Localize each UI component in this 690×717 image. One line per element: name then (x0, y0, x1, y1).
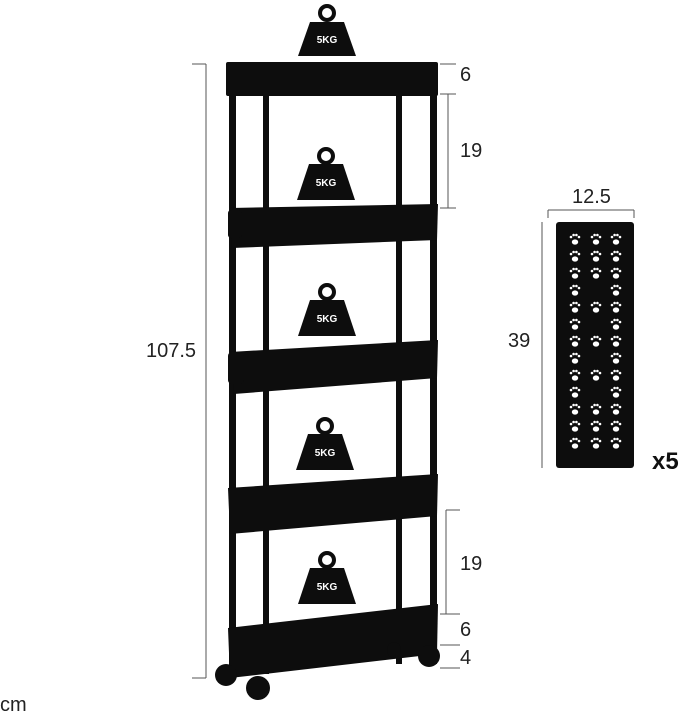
weight-label: 5KG (316, 178, 337, 189)
divider-panel (556, 222, 634, 468)
panel-width-label: 12.5 (572, 186, 611, 208)
paw-print-icon (610, 403, 622, 415)
paw-print-icon (569, 267, 581, 279)
paw-print-icon (590, 233, 602, 245)
paw-print-icon (569, 301, 581, 313)
paw-print-icon (569, 403, 581, 415)
paw-print-icon (569, 318, 581, 330)
paw-print-icon (610, 420, 622, 432)
total-height-label: 107.5 (146, 340, 197, 362)
top-shelf-spacing-label: 19 (460, 140, 483, 162)
paw-print-icon (610, 233, 622, 245)
paw-print-icon (610, 369, 622, 381)
unit-label: cm (0, 694, 27, 716)
paw-print-icon (590, 369, 602, 381)
paw-print-icon (610, 335, 622, 347)
bottom-shelf-spacing-label: 19 (460, 553, 483, 575)
weight-icon: 5KG (298, 283, 356, 336)
top-gap-label: 6 (460, 64, 472, 86)
wheel-height-label: 4 (460, 647, 472, 669)
caster-wheel-icon (215, 642, 440, 700)
paw-print-icon (569, 352, 581, 364)
shelf-4 (228, 474, 438, 534)
paw-print-icon (610, 437, 622, 449)
top-shelf (226, 62, 438, 96)
paw-print-icon (569, 437, 581, 449)
weight-label: 5KG (317, 314, 338, 325)
weight-label: 5KG (315, 448, 336, 459)
paw-print-icon (610, 250, 622, 262)
paw-print-icon (569, 386, 581, 398)
paw-print-icon (569, 420, 581, 432)
paw-print-icon (569, 233, 622, 449)
weight-icon: 5KG (298, 551, 356, 604)
shelf-5 (228, 604, 438, 678)
paw-print-icon (610, 284, 622, 296)
shelf-2 (228, 204, 438, 248)
paw-print-icon (590, 250, 602, 262)
bottom-basket-label: 6 (460, 619, 472, 641)
paw-print-icon (569, 369, 581, 381)
paw-print-icon (569, 335, 581, 347)
panel-height-label: 39 (508, 330, 531, 352)
paw-print-icon (569, 250, 581, 262)
weight-icon: 5KG (296, 417, 354, 470)
shelf-3 (228, 340, 438, 394)
paw-print-icon (569, 233, 581, 245)
paw-print-icon (590, 437, 602, 449)
paw-print-icon (569, 284, 581, 296)
panel-count-label: x5 (652, 448, 679, 475)
paw-print-icon (590, 403, 602, 415)
weight-icon: 5KG (297, 147, 355, 200)
paw-print-icon (590, 420, 602, 432)
paw-print-icon (610, 301, 622, 313)
paw-print-icon (610, 267, 622, 279)
paw-print-icon (590, 267, 602, 279)
paw-print-icon (610, 318, 622, 330)
weight-label: 5KG (317, 35, 338, 46)
paw-print-icon (610, 352, 622, 364)
weight-label: 5KG (317, 582, 338, 593)
paw-print-icon (590, 301, 602, 313)
weight-icon: 5KG (298, 4, 356, 56)
paw-print-icon (610, 386, 622, 398)
paw-print-icon (590, 335, 602, 347)
dimension-lines (192, 63, 635, 679)
